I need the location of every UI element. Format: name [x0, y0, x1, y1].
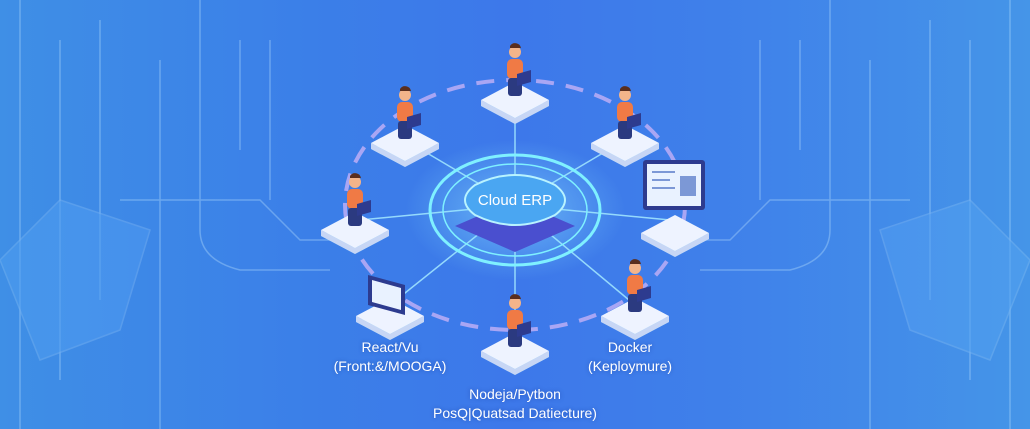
deployment-line2: (Keploymure): [587, 358, 673, 374]
node-bottom-right: [601, 259, 669, 340]
backend-label: Nodeja/Pytbon PosQ|Quatsad Datiecture): [430, 385, 600, 423]
node-bottom: [481, 294, 549, 375]
monitor-icon: [643, 160, 705, 210]
right-circuit-decoration: [690, 0, 1030, 429]
backend-line1: Nodeja/Pytbon: [469, 386, 561, 402]
left-circuit-decoration: [0, 0, 340, 429]
cloud-erp-hub: [405, 140, 625, 280]
backend-line2: PosQ|Quatsad Datiecture): [433, 405, 597, 421]
frontend-line2: (Front:&/MOOGA): [333, 358, 447, 374]
cloud-erp-label: Cloud ERP: [477, 192, 553, 209]
node-left: [321, 173, 389, 254]
frontend-label: React/Vu (Front:&/MOOGA): [325, 338, 455, 376]
person-icon: [507, 294, 531, 347]
deployment-label: Docker (Keploymure): [575, 338, 685, 376]
deployment-line1: Docker: [607, 339, 653, 355]
frontend-line1: React/Vu: [361, 339, 419, 355]
laptop-icon: [368, 275, 405, 315]
node-top-right: [591, 86, 659, 167]
person-icon: [617, 86, 641, 139]
person-icon: [507, 43, 531, 96]
person-icon: [627, 259, 651, 312]
person-icon: [347, 173, 371, 226]
node-right: [641, 215, 709, 257]
person-icon: [397, 86, 421, 139]
node-top-left: [371, 86, 439, 167]
node-bottom-left: [356, 298, 424, 340]
node-top: [481, 43, 549, 124]
